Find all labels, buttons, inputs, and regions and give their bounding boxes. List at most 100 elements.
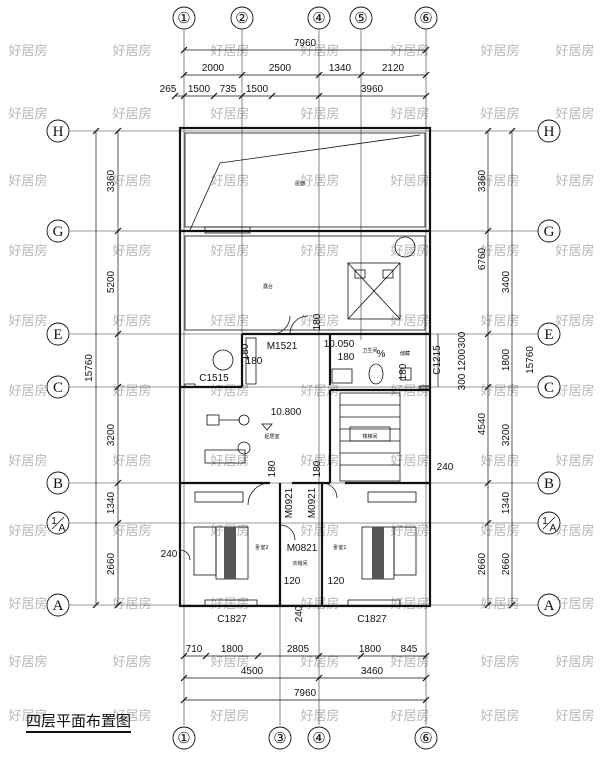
axis-row-right: A — [544, 598, 555, 614]
watermark-text: 好居房 — [390, 453, 429, 469]
watermark-text: 好居房 — [390, 243, 429, 259]
watermark-text: 好居房 — [390, 43, 429, 59]
dim-right-outer: 6760 — [477, 247, 488, 270]
axis-row-left-circle — [46, 593, 70, 617]
watermark-text: 好居房 — [390, 596, 429, 612]
dim-tick — [422, 46, 430, 54]
dim-top-total: 7960 — [294, 38, 317, 49]
dim-left-segment: 5200 — [106, 270, 117, 293]
axis-row-left: A — [53, 598, 64, 614]
watermark-text: 好居房 — [480, 43, 519, 59]
axis-col-bottom-circle — [172, 726, 196, 750]
dim-left-total: 15760 — [84, 354, 95, 382]
axis-row-right: C — [544, 380, 554, 396]
dim-tick — [210, 92, 218, 100]
watermark-text: 好居房 — [555, 654, 594, 670]
room-stair: 楼梯间 — [362, 433, 377, 440]
window-tag-c1515: C1515 — [199, 373, 229, 384]
dim-tick — [114, 601, 122, 609]
dim-tick — [315, 92, 323, 100]
axis-col-top: ① — [177, 11, 190, 27]
dim-right-outer: 3360 — [477, 169, 488, 192]
watermark-text: 好居房 — [112, 654, 151, 670]
watermark-text: 好居房 — [300, 243, 339, 259]
dim-tick — [422, 652, 430, 660]
slope-percent: % — [377, 349, 386, 360]
dim-left-segment: 1340 — [106, 491, 117, 514]
dim-tick — [114, 383, 122, 391]
dim-tick — [422, 92, 430, 100]
axis-row-right: E — [544, 327, 553, 343]
axis-col-top: ④ — [312, 11, 325, 27]
watermark-text: 好居房 — [300, 654, 339, 670]
watermark-text: 好居房 — [210, 106, 249, 122]
axis-row-right-circle — [537, 219, 561, 243]
watermark-text: 好居房 — [8, 383, 47, 399]
watermark-text: 好居房 — [112, 453, 151, 469]
dim-right-small: 300 — [457, 373, 468, 390]
dim-right-outer: 2660 — [477, 552, 488, 575]
axis-col-bottom-circle — [307, 726, 331, 750]
dim-240-c: 240 — [294, 605, 305, 622]
watermark-text: 好居房 — [555, 453, 594, 469]
dim-top-row1: 2120 — [382, 63, 405, 74]
dim-tick — [180, 46, 188, 54]
watermark-text: 好居房 — [480, 708, 519, 724]
dim-tick — [180, 652, 188, 660]
dim-120-b: 120 — [328, 576, 345, 587]
dim-right-total: 15760 — [525, 346, 536, 374]
dim-tick — [508, 601, 516, 609]
dim-tick — [92, 127, 100, 135]
watermark-text: 好居房 — [112, 313, 151, 329]
dim-right-inner: 1340 — [501, 491, 512, 514]
axis-row-right: H — [544, 124, 555, 140]
axis-row-right-circle — [537, 119, 561, 143]
elevation-10050: 10.050 — [324, 339, 355, 350]
dim-tick — [484, 479, 492, 487]
dim-tick — [422, 696, 430, 704]
dimension-lines — [95, 49, 513, 701]
dim-180-b: 180 — [338, 352, 355, 363]
dim-right-inner: 2660 — [501, 552, 512, 575]
dim-bottom-row1: 1800 — [359, 644, 382, 655]
watermark-text: 好居房 — [555, 383, 594, 399]
watermark-text: 好居房 — [112, 173, 151, 189]
watermark-text: 好居房 — [210, 173, 249, 189]
watermark-text: 好居房 — [480, 654, 519, 670]
axis-row-left: G — [53, 224, 64, 240]
axis-row-1a-bottom: A — [550, 523, 557, 534]
dim-right-outer: 4540 — [477, 412, 488, 435]
dim-top-row2: 1500 — [188, 84, 211, 95]
axis-col-top: ⑥ — [419, 11, 432, 27]
watermark-text: 好居房 — [210, 708, 249, 724]
dim-right-small: 1200 — [457, 348, 468, 371]
watermark-text: 好居房 — [210, 654, 249, 670]
dim-180-a: 180 — [246, 356, 263, 367]
watermark-text: 好居房 — [112, 43, 151, 59]
dim-tick — [114, 227, 122, 235]
watermark-text: 好居房 — [8, 243, 47, 259]
watermark-text: 好居房 — [112, 596, 151, 612]
dim-bottom-row1: 710 — [186, 644, 203, 655]
watermark-text: 好居房 — [480, 523, 519, 539]
dim-tick — [484, 127, 492, 135]
dim-tick — [180, 696, 188, 704]
watermark-text: 好居房 — [390, 523, 429, 539]
watermark-text: 好居房 — [390, 106, 429, 122]
axis-row-right-circle — [537, 375, 561, 399]
watermark-text: 好居房 — [210, 243, 249, 259]
watermark-text: 好居房 — [8, 453, 47, 469]
watermark-text: 好居房 — [480, 106, 519, 122]
watermark-text: 好居房 — [390, 654, 429, 670]
watermark-text: 好居房 — [480, 173, 519, 189]
dim-tick — [484, 601, 492, 609]
watermark-text: 好居房 — [555, 173, 594, 189]
watermark-text: 好居房 — [8, 173, 47, 189]
dim-top-row2: 1500 — [246, 84, 269, 95]
dim-tick — [238, 92, 246, 100]
dim-tick — [180, 92, 188, 100]
dim-tick — [180, 674, 188, 682]
axis-col-bottom-circle — [268, 726, 292, 750]
